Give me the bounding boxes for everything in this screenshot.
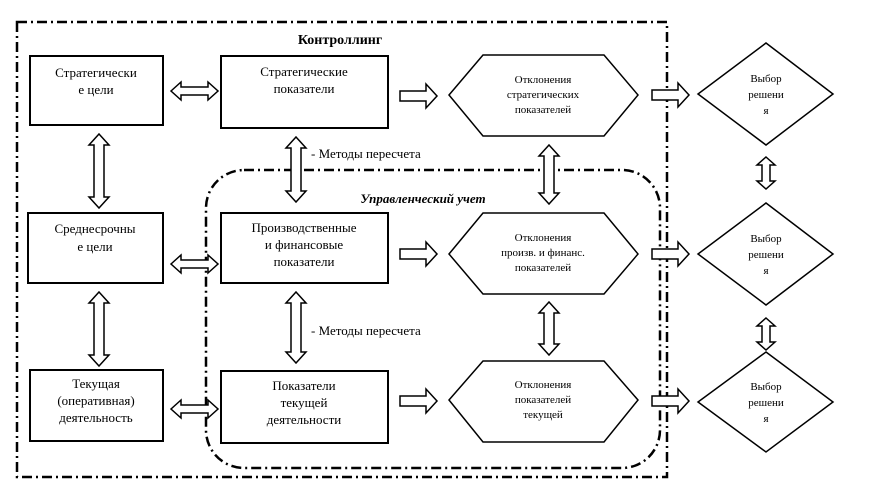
double-arrow-strategic-production-indicators xyxy=(284,135,308,204)
decision-diamond-middle xyxy=(696,202,835,306)
double-arrow-production-current-deviations xyxy=(537,300,561,357)
decision-middle-line-1: Выбор xyxy=(750,233,782,245)
production-deviations-line-2: произв. и финанс. xyxy=(501,247,585,259)
double-arrow-midterm-goals-indicators xyxy=(169,253,220,275)
double-arrow-current-activity-indicators xyxy=(169,398,220,420)
current-indicators-box xyxy=(220,370,389,444)
double-arrow-strategic-production-deviations xyxy=(537,143,561,206)
current-indicators-line-2: текущей xyxy=(281,395,328,410)
decision-bottom-line-3: я xyxy=(763,413,768,425)
decision-diamond-bottom xyxy=(696,351,835,453)
decision-middle-line-3: я xyxy=(763,265,768,277)
double-arrow-decision-middle-bottom xyxy=(755,316,777,352)
controlling-frame xyxy=(15,20,669,479)
recalc-methods-note-top: - Методы пересчета xyxy=(311,146,421,161)
decision-diamond-top xyxy=(696,42,835,146)
arrow-production-indicators-to-deviations xyxy=(399,240,439,268)
strategic-goals-line-2: е цели xyxy=(78,82,113,97)
double-arrow-decision-top-middle xyxy=(755,155,777,191)
double-arrow-midterm-current-goals xyxy=(87,290,111,368)
double-arrow-strategic-goals-indicators xyxy=(169,80,220,102)
strategic-indicators-line-1: Стратегические xyxy=(260,64,348,79)
management-accounting-title: Управленческий учет xyxy=(360,191,485,206)
arrow-strategic-indicators-to-deviations xyxy=(399,82,439,110)
midterm-goals-line-2: е цели xyxy=(77,239,112,254)
production-deviations-line-3: показателей xyxy=(515,262,571,274)
strategic-indicators-line-2: показатели xyxy=(274,81,335,96)
current-deviations-line-1: Отклонения xyxy=(515,379,572,391)
recalc-methods-note-bottom: - Методы пересчета xyxy=(311,323,421,338)
decision-bottom-line-2: решени xyxy=(748,397,784,409)
production-deviations-line-1: Отклонения xyxy=(515,232,572,244)
double-arrow-strategic-midterm-goals xyxy=(87,132,111,210)
strategic-deviations-line-2: стратегических xyxy=(507,89,580,101)
double-arrow-production-current-indicators xyxy=(284,290,308,365)
current-activity-line-3: деятельность xyxy=(59,410,132,425)
midterm-goals-line-1: Среднесрочны xyxy=(54,221,135,236)
arrow-strategic-deviations-to-decision xyxy=(651,81,691,109)
management-accounting-frame xyxy=(204,168,662,470)
strategic-deviations-line-3: показателей xyxy=(515,104,571,116)
current-indicators-line-1: Показатели xyxy=(272,378,335,393)
decision-bottom-line-1: Выбор xyxy=(750,381,782,393)
arrow-current-indicators-to-deviations xyxy=(399,387,439,415)
current-deviations-line-3: текущей xyxy=(523,409,563,421)
current-indicators-line-3: деятельности xyxy=(267,412,341,427)
current-activity-line-1: Текущая xyxy=(72,376,120,391)
production-indicators-line-2: и финансовые xyxy=(265,237,343,252)
production-indicators-line-1: Производственные xyxy=(252,220,357,235)
strategic-deviations-line-1: Отклонения xyxy=(515,74,572,86)
current-deviations-line-2: показателей xyxy=(515,394,571,406)
current-activity-line-2: (оперативная) xyxy=(57,393,134,408)
arrow-current-deviations-to-decision xyxy=(651,387,691,415)
decision-top-line-1: Выбор xyxy=(750,73,782,85)
strategic-indicators-box xyxy=(220,55,389,129)
strategic-deviations-hexagon xyxy=(448,54,639,137)
decision-top-line-2: решени xyxy=(748,89,784,101)
controlling-title: Контроллинг xyxy=(298,33,382,48)
production-indicators-line-3: показатели xyxy=(274,254,335,269)
current-deviations-hexagon xyxy=(448,360,639,443)
midterm-goals-box xyxy=(27,212,164,284)
strategic-goals-box xyxy=(29,55,164,126)
decision-middle-line-2: решени xyxy=(748,249,784,261)
strategic-goals-line-1: Стратегически xyxy=(55,65,137,80)
arrow-production-deviations-to-decision xyxy=(651,240,691,268)
decision-top-line-3: я xyxy=(763,105,768,117)
current-activity-box xyxy=(29,369,164,442)
production-deviations-hexagon xyxy=(448,212,639,295)
production-financial-indicators-box xyxy=(220,212,389,284)
management-accounting-title-bg xyxy=(330,191,516,205)
